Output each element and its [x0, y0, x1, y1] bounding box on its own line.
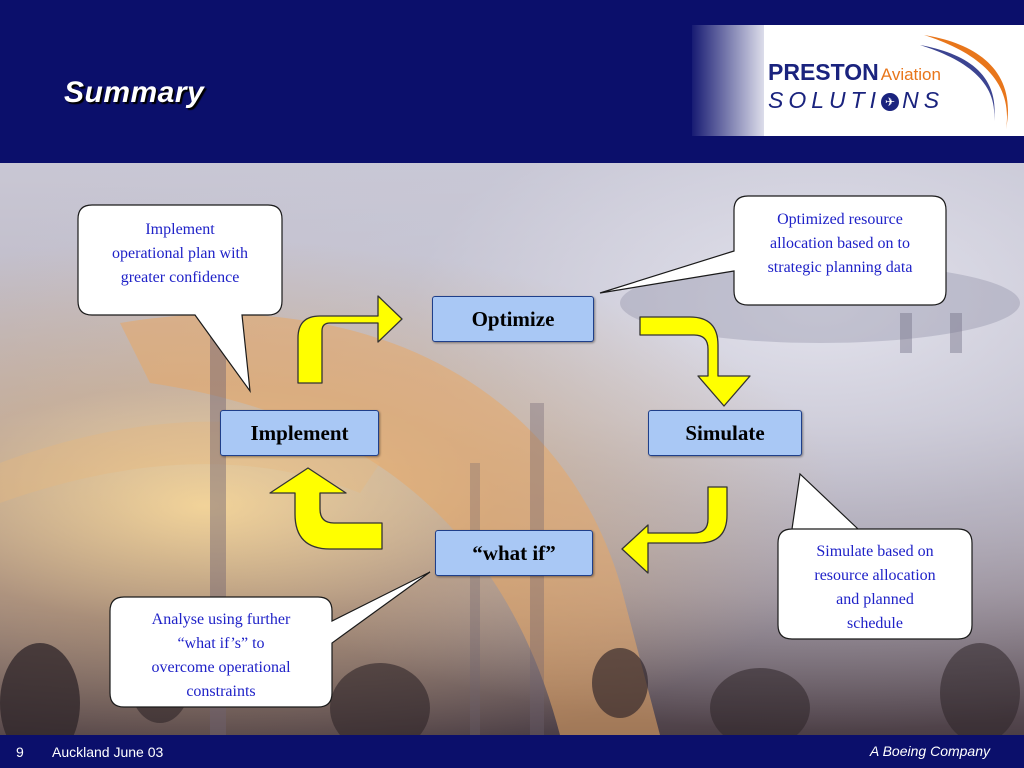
slide-title: Summary: [64, 76, 205, 109]
logo-line-2: SOLUTI✈NS: [768, 87, 944, 114]
logo-fade: [692, 25, 772, 136]
logo-solutions-end: NS: [902, 87, 945, 113]
callout-what-if-bubble: [109, 571, 431, 708]
callout-shapes: [77, 195, 973, 708]
callout-simulate-text: Simulate based on resource allocation an…: [814, 543, 936, 632]
node-what-if: “what if”: [435, 530, 593, 576]
callout-optimize-text: Optimized resource allocation based on t…: [767, 211, 913, 276]
logo-plane-icon: ✈: [881, 92, 900, 111]
cycle-arrows: [269, 295, 751, 574]
logo-aviation: Aviation: [880, 65, 941, 84]
slide-content: Implement operational plan with greater …: [0, 163, 1024, 735]
logo-swoosh-icon: [920, 35, 1008, 129]
page-number: 9: [16, 744, 24, 760]
footer-location-date: Auckland June 03: [52, 744, 164, 760]
arrow-implement-to-optimize: [297, 295, 403, 384]
slide-footer: 9 Auckland June 03 A Boeing Company: [0, 735, 1024, 768]
footer-company: A Boeing Company: [869, 743, 990, 759]
callout-what-if-text: Analyse using further “what if’s” to ove…: [151, 611, 291, 700]
arrow-optimize-to-simulate: [639, 316, 751, 407]
node-implement: Implement: [220, 410, 379, 456]
callout-implement-bubble: [77, 204, 283, 394]
node-optimize: Optimize: [432, 296, 594, 342]
callout-simulate-bubble: [777, 472, 973, 640]
logo-solutions-start: SOLUTI: [768, 87, 882, 113]
callout-optimize-bubble: [599, 195, 947, 306]
logo-preston: PRESTON: [768, 59, 879, 85]
arrow-simulate-to-what-if: [621, 486, 728, 574]
callout-implement-text: Implement operational plan with greater …: [112, 221, 248, 286]
arrow-what-if-to-implement: [269, 467, 383, 550]
node-simulate: Simulate: [648, 410, 802, 456]
